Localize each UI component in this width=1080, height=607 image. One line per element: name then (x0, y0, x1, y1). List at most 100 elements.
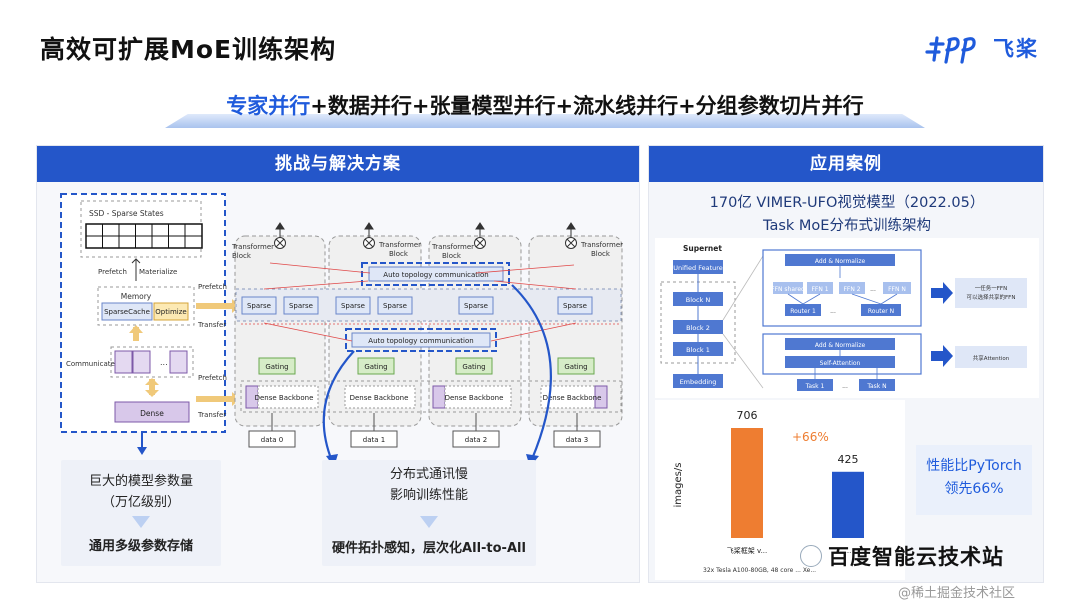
add-norm-label-1: Add & Normalize (815, 258, 866, 265)
chart-ylabel: images/s (673, 463, 684, 508)
bar-value-label-1: 425 (838, 453, 859, 466)
dense-backbone-boxes: Dense Backbone Dense Backbone Dense Back… (245, 385, 608, 409)
wechat-icon (800, 545, 822, 567)
sparse-label-3: Sparse (383, 302, 407, 310)
dense-backbone-label-0: Dense Backbone (255, 394, 314, 402)
stack-item-0: Unified Feature (673, 264, 723, 272)
banner-base (165, 114, 925, 128)
taskN-label: Task N (866, 383, 886, 390)
sparse-label-1: Sparse (289, 302, 313, 310)
bar-value-label-0: 706 (737, 409, 758, 422)
card1-line2: （万亿级别） (101, 495, 180, 510)
sparse-boxes: Sparse Sparse Sparse Sparse Sparse Spars… (241, 296, 593, 315)
communicate-label: Communicate (66, 360, 115, 368)
banner-text: 专家并行+数据并行+张量模型并行+流水线并行+分组参数切片并行 (190, 90, 900, 120)
moe-architecture-diagram: SSD - Sparse States Prefetch Materialize… (60, 193, 623, 467)
card2-solution: 硬件拓扑感知，层次化All-to-All (332, 541, 526, 556)
case-subtitle-1: 170亿 VIMER-UFO视觉模型（2022.05） (709, 195, 985, 211)
routerN-label: Router N (868, 308, 894, 315)
dense-box (114, 401, 190, 423)
ffn2-label: FFN 2 (843, 286, 860, 293)
add-norm-label-2: Add & Normalize (815, 342, 866, 349)
supernet-title: Supernet (683, 244, 722, 253)
card2-line1: 分布式通讯慢 (389, 467, 468, 482)
router-dots: ... (830, 308, 836, 315)
banner-rest: +数据并行+张量模型并行+流水线并行+分组参数切片并行 (310, 94, 864, 118)
bar-1 (832, 471, 864, 538)
ffnN-label: FFN N (888, 286, 906, 293)
ffn1-label: FFN 1 (811, 286, 828, 293)
watermark-site: @稀土掘金技术社区 (898, 586, 1016, 601)
auto-topology-label-2: Auto topology communication (368, 337, 473, 345)
router1-label: Router 1 (790, 308, 816, 315)
performance-note: 性能比PyTorch 领先66% (916, 445, 1032, 515)
block-label-0: Block (232, 252, 252, 260)
stack-item-1: Block N (686, 296, 711, 304)
ssd-frame (80, 200, 202, 258)
logo-text: 飞桨 (993, 37, 1039, 61)
stack-item-4: Embedding (680, 378, 717, 386)
data-label-0: data 0 (261, 436, 283, 444)
side-transfer-2: Transfer (197, 411, 226, 419)
challenge-card-communication: 分布式通讯慢 影响训练性能 硬件拓扑感知，层次化All-to-All (322, 460, 536, 566)
application-header: 应用案例 (649, 146, 1043, 182)
down-arrow-icon (420, 516, 438, 528)
block-label-3: Block (591, 250, 611, 258)
page-title: 高效可扩展MoE训练架构 (40, 35, 337, 64)
challenge-card-parameters: 巨大的模型参数量 （万亿级别） 通用多级参数存储 (61, 460, 221, 566)
transformer-label-1: Transformer (378, 241, 421, 249)
note-ffn-1: 一任务一FFN (975, 284, 1007, 292)
optimize-label: Optimize (155, 308, 186, 316)
perf-note-line2: 领先66% (944, 481, 1004, 497)
sparsecache-box (101, 302, 153, 321)
ffn-shared-label: FFN shared (771, 286, 805, 293)
sparse-label-5: Sparse (563, 302, 587, 310)
chart-footnote: 32x Tesla A100-80GB, 48 core ... Xe... (703, 567, 816, 574)
note-attn: 共享Attention (973, 354, 1010, 362)
gating-boxes: Gating Gating Gating Gating (258, 357, 595, 375)
parallel-banner: 专家并行+数据并行+张量模型并行+流水线并行+分组参数切片并行 (165, 90, 925, 128)
challenges-header: 挑战与解决方案 (37, 146, 639, 182)
perf-note-line1: 性能比PyTorch (926, 458, 1022, 474)
stack-item-2: Block 2 (686, 324, 710, 332)
case-subtitle-2: Task MoE分布式训练架构 (763, 218, 931, 234)
note-ffn-2: 可以选择共享的FFN (967, 293, 1016, 301)
transformer-label-3: Transformer (580, 241, 623, 249)
bar-0 (731, 428, 763, 538)
self-attention-label: Self-Attention (820, 360, 861, 367)
category-label-1: ... (845, 547, 852, 555)
logo: 飞桨 (925, 30, 1039, 66)
sparse-label-0: Sparse (247, 302, 271, 310)
gating-label-2: Gating (462, 363, 485, 371)
ssd-label: SSD - Sparse States (89, 209, 164, 218)
memory-label: Memory (121, 292, 152, 301)
stack-item-3: Block 1 (686, 346, 710, 354)
ssd-grid (85, 223, 203, 249)
data-label-2: data 2 (465, 436, 487, 444)
dense-backbone-label-2: Dense Backbone (445, 394, 504, 402)
prefetch-label: Prefetch (98, 268, 127, 276)
block-label-2: Block (442, 252, 462, 260)
auto-topology-box-2 (351, 332, 491, 348)
optimize-box (153, 302, 189, 321)
transformer-label-2: Transformer (431, 243, 474, 251)
card1-solution: 通用多级参数存储 (88, 539, 193, 554)
sparsecache-label: SparseCache (104, 308, 150, 316)
sparse-label-4: Sparse (464, 302, 488, 310)
gating-label-3: Gating (564, 363, 587, 371)
gating-label-0: Gating (265, 363, 288, 371)
block-label-1: Block (389, 250, 409, 258)
dense-backbone-label-1: Dense Backbone (350, 394, 409, 402)
chart-annotation: +66% (792, 430, 829, 444)
down-arrow-icon (132, 516, 150, 528)
dense-backbone-label-3: Dense Backbone (543, 394, 602, 402)
watermark-main: 百度智能云技术站 (828, 545, 1004, 569)
data-boxes: data 0 data 1 data 2 data 3 (248, 413, 601, 448)
red-routing-lines (241, 262, 621, 342)
data-label-1: data 1 (363, 436, 385, 444)
side-prefetch-1: Prefetch (198, 283, 227, 291)
category-label-0: 飞桨框架 v... (727, 546, 768, 555)
data-label-3: data 3 (566, 436, 588, 444)
auto-topology-label-1: Auto topology communication (383, 271, 488, 279)
